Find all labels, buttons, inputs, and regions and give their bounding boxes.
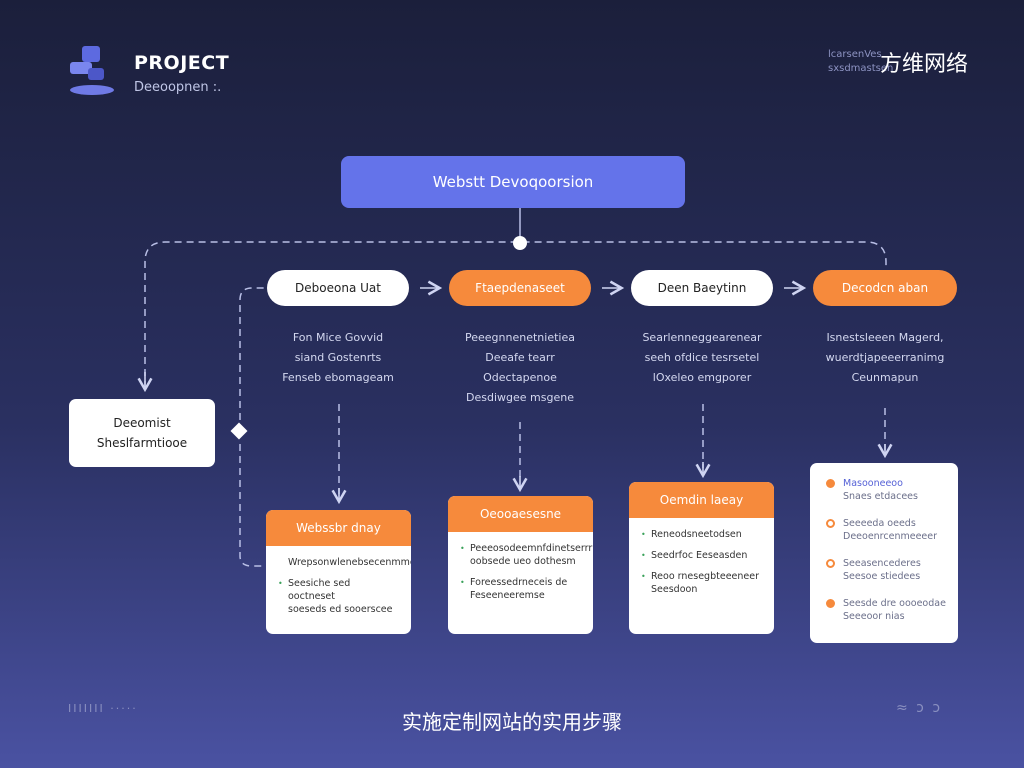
- detail-card-title: Oeooaesesne: [448, 496, 593, 532]
- bullet-icon: •: [641, 530, 646, 539]
- bullet-icon: •: [641, 551, 646, 560]
- footer-ghost-right: ≈ ɔ ɔ: [896, 700, 943, 716]
- step-desc-3: Searlenneggearenear seeh ofdice tesrsete…: [642, 331, 762, 384]
- brand-name: 方维网络: [880, 52, 969, 77]
- card-item: Wrepsonwlenebsecenmmer: [288, 557, 411, 568]
- step-pill-1: Deboeona Uat: [267, 270, 409, 306]
- detail-card-1: Webssbr dnay Wrepsonwlenebsecenmmer • Se…: [266, 510, 411, 634]
- bullet-icon: •: [460, 578, 465, 587]
- project-logo-icon: [70, 46, 114, 95]
- top-node: Webstt Devoqoorsion: [341, 156, 685, 208]
- detail-card-3: Oemdin laeay • Reneodsneetodsen • Seedrf…: [629, 482, 774, 634]
- detail-card-title: Webssbr dnay: [266, 510, 411, 546]
- step-pill-4: Decodcn aban: [813, 270, 957, 306]
- footer-ghost-left: IIIIIII ·····: [68, 702, 138, 715]
- card-item: • Seedrfoc Eeseasden: [641, 550, 748, 561]
- left-dashed-line-lower: [239, 444, 266, 567]
- milestone-ring-icon: [826, 559, 835, 568]
- left-dashed-line: [239, 287, 264, 420]
- milestone-dot-icon: [826, 479, 835, 488]
- brand-ghost-text: lcarsenVes sxsdmastsen: [828, 49, 894, 74]
- bullet-icon: •: [641, 572, 646, 581]
- card-item: • Reneodsneetodsen: [641, 529, 742, 540]
- step-pill-3: Deen Baeytinn: [631, 270, 773, 306]
- step-desc-1: Fon Mice Govvid siand Gostenrts Fenseb e…: [282, 331, 394, 384]
- detail-card-title: Oemdin laeay: [629, 482, 774, 518]
- junction-diamond: [230, 422, 248, 440]
- top-node-label: Webstt Devoqoorsion: [432, 173, 594, 191]
- side-node: Deeomist Sheslfarmtiooe: [69, 399, 215, 467]
- step-pill-2: Ftaepdenaseet: [449, 270, 591, 306]
- milestone-ring-icon: [826, 519, 835, 528]
- step-desc-2: Peeegnnenetnietiea Deeafe tearr Odectape…: [465, 331, 575, 404]
- bullet-icon: •: [460, 544, 465, 553]
- logo-title: PROJECT: [134, 52, 230, 74]
- caption: 实施定制网站的实用步骤: [402, 710, 622, 734]
- step-desc-4: Isnestsleeen Magerd, wuerdtjapeeerranimg…: [825, 331, 945, 384]
- logo-subtitle: Deeoopnen :.: [134, 80, 222, 95]
- bullet-icon: •: [278, 579, 283, 588]
- milestone-dot-icon: [826, 599, 835, 608]
- junction-dot: [513, 236, 527, 250]
